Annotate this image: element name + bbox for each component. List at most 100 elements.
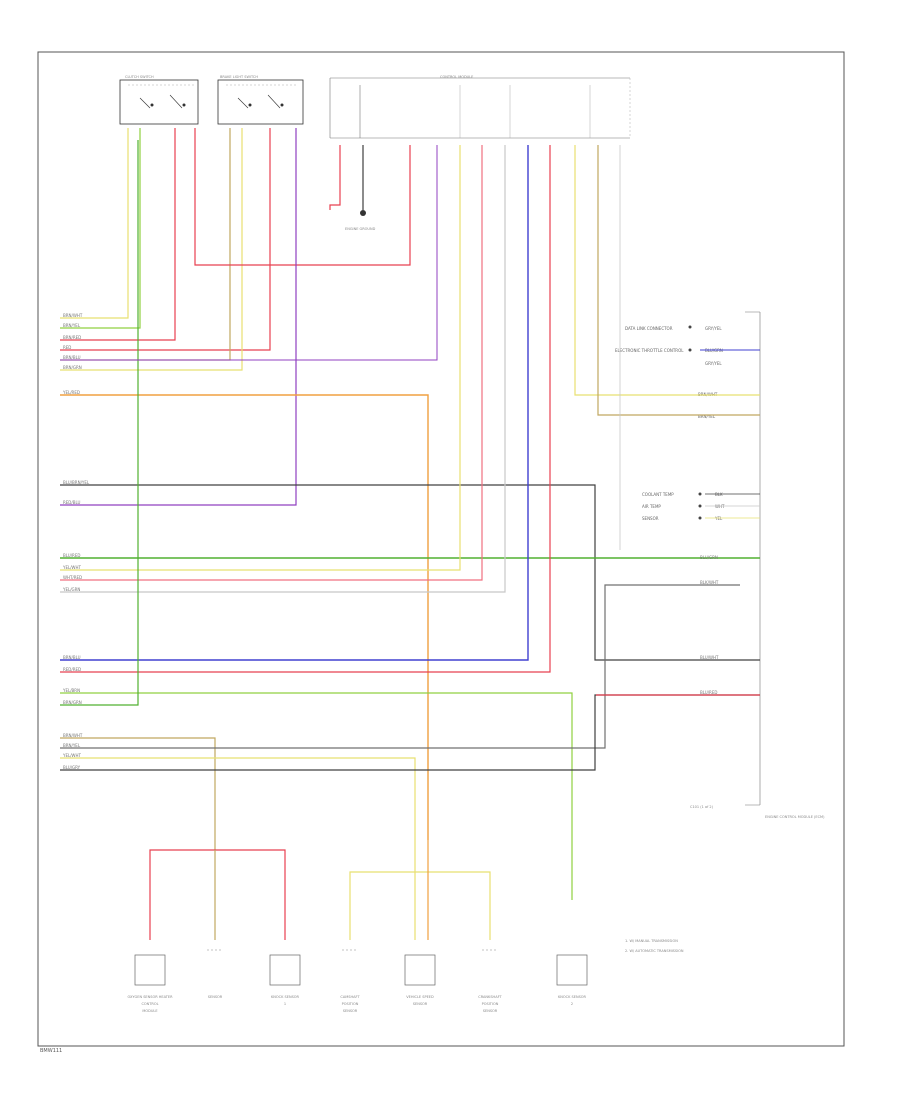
left-wire-label: BRN/BLU	[63, 355, 81, 360]
engine-ground: ENGINE GROUND	[345, 210, 376, 231]
wire-red-red	[60, 145, 551, 673]
left-wire-label: BRN/RED	[63, 335, 81, 340]
diagram-frame	[37, 51, 845, 1047]
dlc-connector-icon	[688, 325, 692, 329]
component-box	[404, 954, 436, 986]
wire-brn-blu	[60, 128, 231, 361]
ground-label: ENGINE GROUND	[345, 227, 376, 231]
ecm-label: ENGINE CONTROL MODULE (ECM)	[765, 815, 825, 819]
wire-brn-wht	[60, 128, 129, 319]
left-wire-label: BLU/RED	[63, 553, 80, 558]
component-label: MODULE	[142, 1009, 157, 1013]
component-label: CONTROL	[141, 1002, 158, 1006]
component-box	[269, 954, 301, 986]
wire-yel-grn	[60, 145, 506, 593]
left-wire-label: YEL/GRN	[62, 587, 80, 592]
component-label: OXYGEN SENSOR HEATER	[127, 995, 173, 999]
wire-yel-wht	[60, 145, 461, 571]
left-wire-label: BLU/BRN/YEL	[63, 480, 90, 485]
wire-right-tan	[597, 145, 760, 416]
component-label: CRANKSHAFT	[478, 995, 502, 999]
top-module-label: CONTROL MODULE	[440, 75, 473, 79]
right-wire-label: BLK/WHT	[700, 580, 719, 585]
right-wire-3: GRY/YEL	[705, 361, 722, 366]
left-wire-label: RED/BLU	[63, 500, 81, 505]
wire-brn-wht-2	[60, 737, 216, 850]
bottom-component: OXYGEN SENSOR HEATER CONTROL MODULE	[127, 954, 173, 1013]
ecm-connector: C101 (1 of 2) ENGINE CONTROL MODULE (ECM…	[690, 311, 825, 819]
wire-top-red	[329, 145, 341, 210]
wire-brn-red	[60, 128, 176, 341]
component-label: POSITION	[342, 1002, 359, 1006]
wire-loop-red	[194, 128, 411, 266]
coolant-label: COOLANT TEMP	[642, 492, 674, 497]
wire-yel-wht-2	[60, 757, 416, 840]
wire-brn-blu-2	[60, 145, 529, 661]
dlc-wire: GRY/YEL	[705, 326, 722, 331]
component-box	[134, 954, 166, 986]
right-wire-label: BLU/GRN	[700, 555, 718, 560]
left-wire-label: BRN/WHT	[63, 313, 83, 318]
top-control-module: CONTROL MODULE	[329, 75, 631, 139]
component-label: 1	[284, 1002, 286, 1006]
component-label: 2	[571, 1002, 573, 1006]
dlc-label: DATA LINK CONNECTOR	[625, 326, 673, 331]
wire-yel-brn	[60, 692, 573, 900]
wire-red	[60, 128, 271, 351]
wire-blu-gry	[60, 694, 760, 771]
left-wire-label: BRN/BLU	[63, 655, 81, 660]
component-label: SENSOR	[208, 995, 223, 999]
component-label: KNOCK SENSOR	[558, 995, 587, 999]
component-label: KNOCK SENSOR	[271, 995, 300, 999]
component-label: SENSOR	[483, 1009, 498, 1013]
component-label: SENSOR	[413, 1002, 428, 1006]
component-label: SENSOR	[343, 1009, 358, 1013]
wire-brn-yel-2	[60, 584, 740, 749]
right-wire-label: BLU/RED	[700, 690, 717, 695]
right-wire-5: BRN/YEL	[698, 414, 716, 419]
left-wire-label: RED	[63, 345, 71, 350]
clutch-switch-label: CLUTCH SWITCH	[125, 75, 154, 79]
coolant-connector-icon	[698, 492, 702, 496]
component-label: VEHICLE SPEED	[406, 995, 434, 999]
bottom-component: KNOCK SENSOR 1	[269, 954, 301, 1006]
wires-layer	[60, 128, 760, 940]
legend-item-2: 2. W/ AUTOMATIC TRANSMISSION	[625, 949, 684, 953]
ground-icon	[360, 210, 366, 216]
left-wire-label: YEL/WHT	[62, 753, 82, 758]
left-wire-label: YEL/WHT	[62, 565, 82, 570]
left-wire-label: BRN/YEL	[63, 323, 81, 328]
wire-brn-yel	[60, 128, 141, 329]
left-wire-label: YEL/BRN	[62, 688, 80, 693]
wire-right-yel	[574, 145, 760, 396]
left-wire-label: BRN/GRN	[63, 700, 82, 705]
wire-purple-top	[60, 145, 438, 361]
airtemp-wire: WHT	[715, 504, 725, 509]
bottom-component: CRANKSHAFT POSITION SENSOR	[478, 949, 503, 1013]
wire-red-blu	[60, 128, 297, 506]
legend-item-1: 1. W/ MANUAL TRANSMISSION	[625, 939, 678, 943]
sensor-label: SENSOR	[642, 516, 659, 521]
right-inputs-upper: DATA LINK CONNECTOR GRY/YEL ELECTRONIC T…	[615, 325, 760, 419]
bottom-component: KNOCK SENSOR 2	[556, 954, 588, 1006]
component-label: CAMSHAFT	[340, 995, 360, 999]
bottom-component: VEHICLE SPEED SENSOR	[404, 954, 436, 1006]
wire-bottom-red	[149, 849, 286, 940]
airtemp-label: AIR TEMP	[642, 504, 661, 509]
wire-wht-red	[60, 145, 483, 581]
wire-brn-grn	[60, 128, 243, 371]
left-wire-label: BRN/YEL	[63, 743, 81, 748]
wire-brn-grn-2	[60, 140, 139, 706]
component-label: POSITION	[482, 1002, 499, 1006]
bottom-components: OXYGEN SENSOR HEATER CONTROL MODULE SENSOR K…	[127, 949, 588, 1013]
brake-light-switch: BRAKE LIGHT SWITCH	[217, 75, 304, 125]
diagram-reference: BMW111	[40, 1048, 62, 1054]
right-wire-label: BLU/WHT	[700, 655, 719, 660]
wire-blu-brn-yel	[60, 484, 760, 661]
airtemp-connector-icon	[698, 504, 702, 508]
sensor-wire: YEL	[714, 516, 723, 521]
bottom-component: SENSOR	[207, 949, 223, 999]
sensor-connector-icon	[698, 516, 702, 520]
left-wire-label: YEL/RED	[62, 390, 80, 395]
left-wire-label: RED/RED	[63, 667, 81, 672]
